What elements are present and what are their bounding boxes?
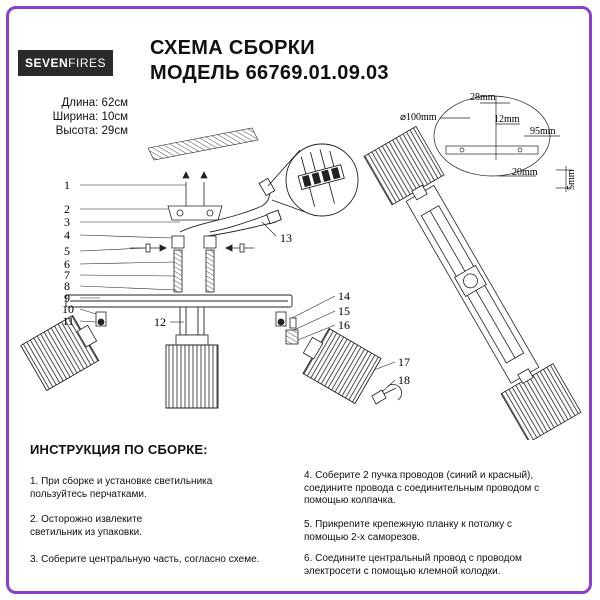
part-label-2: 2 (64, 202, 70, 216)
part-label-16: 16 (338, 318, 350, 332)
title-line-1: СХЕМА СБОРКИ (150, 37, 315, 59)
page-title: СХЕМА СБОРКИ МОДЕЛЬ 66769.01.09.03 (150, 36, 389, 86)
ceiling-hatch (147, 127, 259, 161)
dim-label-5: 5mm (566, 169, 577, 190)
mounting-bracket (167, 171, 223, 221)
part-label-1: 1 (64, 178, 70, 192)
instruction-step-1: 1. При сборке и установке светильника по… (30, 476, 213, 500)
dim-label-28: 28mm (470, 92, 496, 103)
page-frame (6, 6, 592, 594)
instruction-step-4: 4. Соберите 2 пучка проводов (синий и кр… (304, 470, 540, 506)
instruction-step-5: 5. Прикрепите крепежную планку к потолку… (304, 519, 513, 543)
part-label-9: 9 (64, 291, 70, 305)
dim-label-100: ⌀100mm (400, 112, 437, 123)
part-label-7: 7 (64, 268, 70, 282)
part-label-14: 14 (338, 289, 350, 303)
part-label-3: 3 (64, 215, 70, 229)
center-shade (165, 334, 219, 409)
assembly-diagram: 1 2 3 4 5 6 7 8 9 10 11 12 13 14 15 16 1… (20, 92, 582, 440)
brand-bold: SEVEN (24, 56, 69, 70)
part-label-17: 17 (398, 355, 410, 369)
instructions-title: ИНСТРУКЦИЯ ПО СБОРКЕ: (30, 442, 208, 457)
part-label-10: 10 (62, 302, 74, 316)
instruction-step-2: 2. Осторожно извлеките светильник из упа… (30, 514, 143, 538)
dim-height: Высота: 29см (55, 125, 128, 137)
part-label-12: 12 (154, 315, 166, 329)
instruction-step-6: 6. Соедините центральный провод с провод… (304, 553, 522, 577)
main-bar (65, 294, 293, 336)
brand-thin: FIRES (68, 56, 107, 70)
threaded-rods (171, 235, 217, 293)
side-screws (130, 243, 254, 253)
dim-label-20: 20mm (512, 167, 538, 178)
part-label-6: 6 (64, 257, 70, 271)
left-shade (20, 314, 100, 392)
dim-label-95: 95mm (530, 126, 556, 137)
bracket-dimension-detail (433, 95, 572, 192)
wires (179, 177, 282, 237)
title-line-2: МОДЕЛЬ 66769.01.09.03 (150, 62, 389, 84)
small-screw (371, 384, 402, 405)
instruction-step-3: 3. Соберите центральную часть, согласно … (30, 554, 260, 565)
part-label-15: 15 (338, 304, 350, 318)
part-label-5: 5 (64, 244, 70, 258)
terminal-detail (267, 143, 359, 217)
leader-lines (79, 184, 396, 393)
dimension-labels: ⌀100mm 28mm 12mm 95mm 20mm 5mm (400, 92, 577, 190)
part-label-13: 13 (280, 231, 292, 245)
assembled-view (363, 125, 582, 440)
part-label-4: 4 (64, 228, 70, 242)
dimensions-block: Длина: 62см Ширина: 10см Высота: 29см (18, 96, 128, 138)
part-label-18: 18 (398, 373, 410, 387)
dim-label-12: 12mm (494, 114, 520, 125)
part-label-8: 8 (64, 279, 70, 293)
part-label-11: 11 (62, 314, 74, 328)
dim-length: Длина: 62см (61, 97, 128, 109)
right-shade (302, 327, 382, 405)
part-number-labels: 1 2 3 4 5 6 7 8 9 10 11 12 13 14 15 16 1… (62, 178, 410, 387)
arm-holders (95, 311, 299, 345)
dim-width: Ширина: 10см (52, 111, 128, 123)
